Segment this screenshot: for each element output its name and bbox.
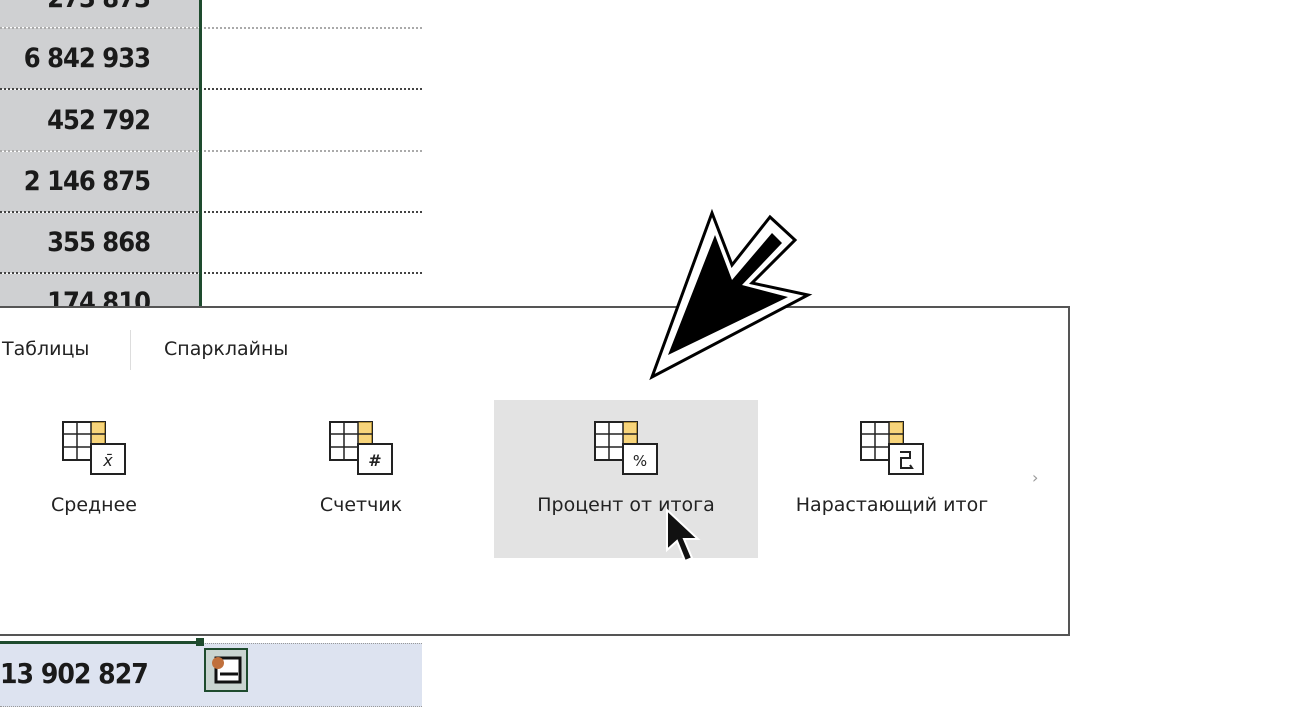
gridline xyxy=(0,211,422,213)
running-total-icon xyxy=(860,421,924,475)
cell-value[interactable]: 355 868 xyxy=(0,213,200,273)
cell-value[interactable]: 452 792 xyxy=(0,90,200,151)
gridline xyxy=(0,272,422,274)
fill-handle[interactable] xyxy=(196,638,204,646)
average-label: Среднее xyxy=(51,494,137,516)
cell-value[interactable]: 273 873 xyxy=(0,0,200,27)
total-value[interactable]: 13 902 827 xyxy=(0,657,149,690)
tab-sparklines[interactable]: Спарклайны xyxy=(164,338,289,360)
cell-value[interactable]: 2 146 875 xyxy=(0,152,200,212)
mouse-cursor-icon xyxy=(666,508,701,563)
gridline xyxy=(0,150,422,152)
average-icon: x̄ xyxy=(62,421,126,475)
quick-analysis-icon xyxy=(212,656,242,684)
gridline xyxy=(0,88,422,90)
svg-text:#: # xyxy=(368,451,381,470)
selection-border xyxy=(199,0,202,306)
running-total-button[interactable]: Нарастающий итог xyxy=(760,400,1024,558)
percent-total-icon: % xyxy=(594,421,658,475)
tab-tables[interactable]: Таблицы xyxy=(2,338,90,360)
scroll-right-chevron-icon[interactable]: › xyxy=(1032,468,1039,487)
average-button[interactable]: x̄ Среднее xyxy=(0,400,226,558)
svg-text:x̄: x̄ xyxy=(102,451,113,470)
count-icon: # xyxy=(329,421,393,475)
gridline xyxy=(0,27,422,29)
tab-divider xyxy=(130,330,131,370)
cell-value[interactable]: 174 810 xyxy=(0,274,200,306)
count-button[interactable]: # Счетчик xyxy=(229,400,493,558)
quick-analysis-popup: Таблицы Спарклайны x̄ Среднее # Счетчик … xyxy=(0,306,1070,636)
count-label: Счетчик xyxy=(319,494,403,516)
selection-border xyxy=(0,641,200,644)
percent-of-total-button[interactable]: % Процент от итога xyxy=(494,400,758,558)
annotation-arrow-icon xyxy=(649,208,813,381)
svg-text:%: % xyxy=(633,452,647,470)
percent-of-total-label: Процент от итога xyxy=(537,494,715,516)
running-total-label: Нарастающий итог xyxy=(795,494,989,516)
quick-analysis-button[interactable] xyxy=(204,648,248,692)
cell-value[interactable]: 6 842 933 xyxy=(0,28,200,89)
